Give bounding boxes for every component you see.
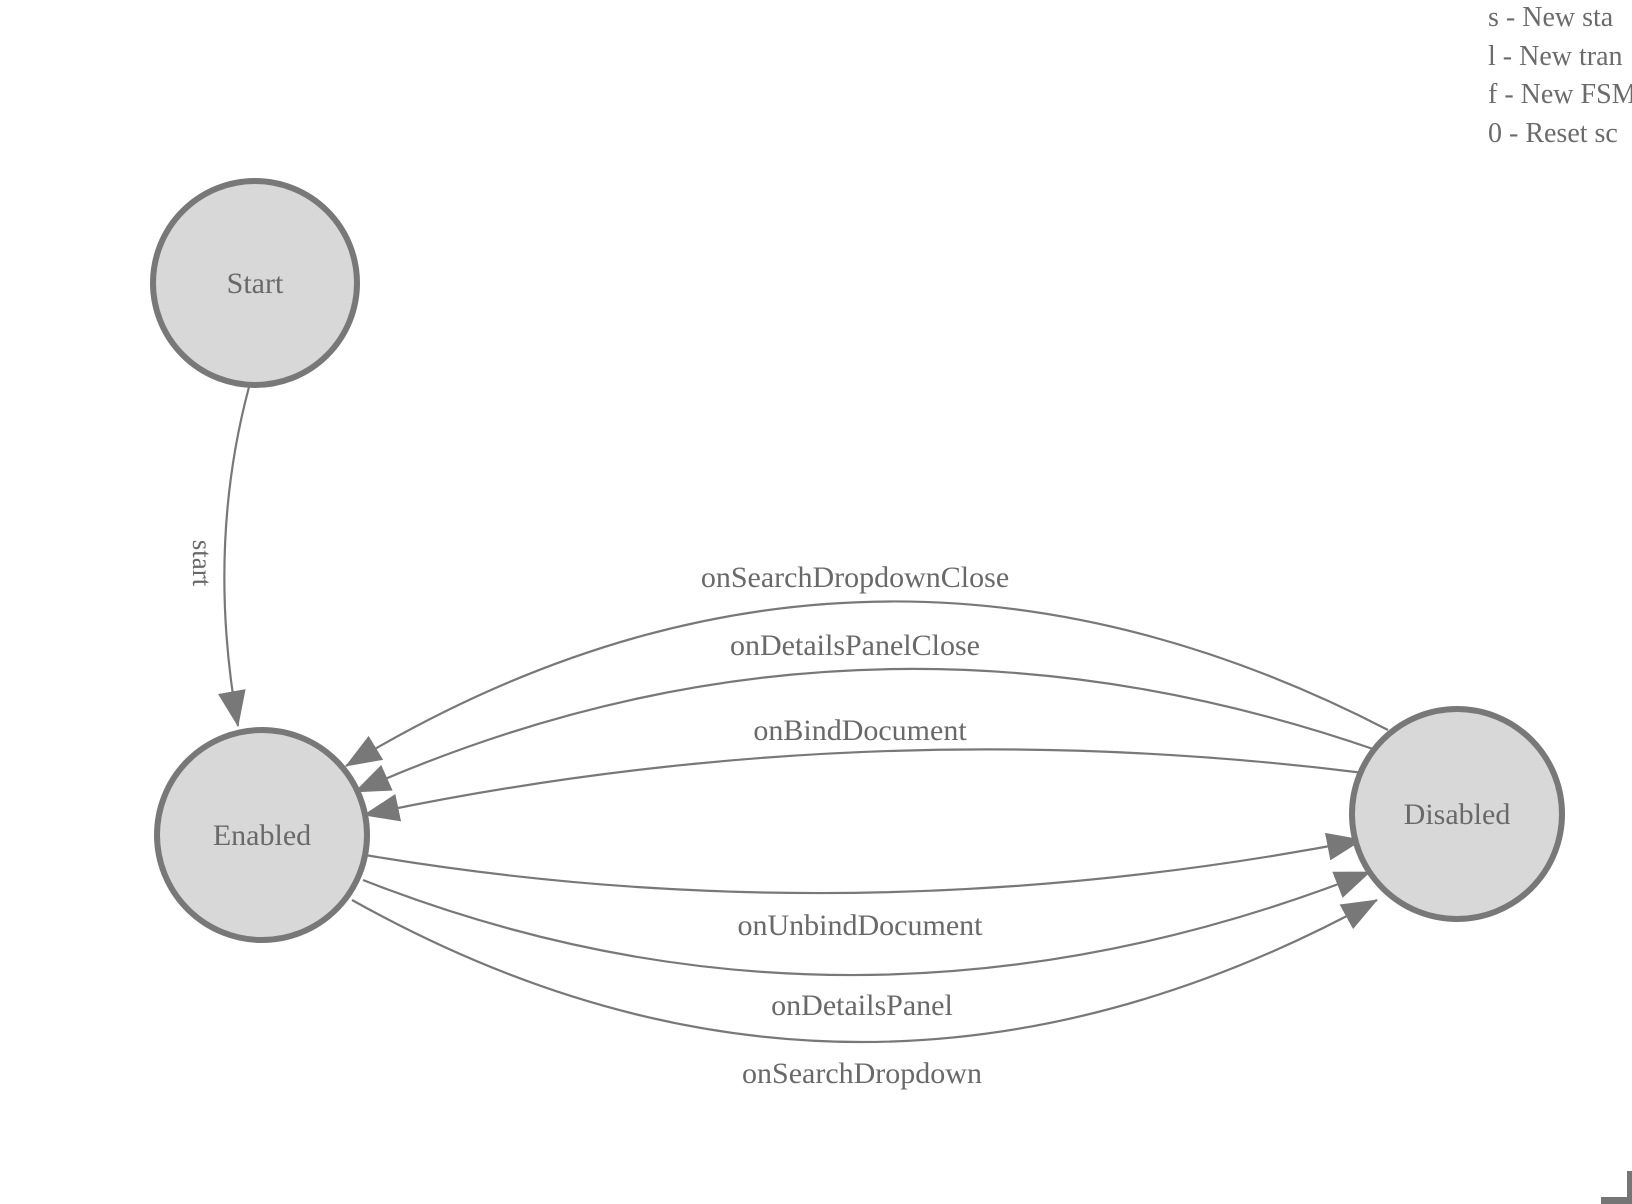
shortcut-legend-line-reset: 0 - Reset sc <box>1488 117 1618 149</box>
state-node-start[interactable] <box>150 178 360 388</box>
transition-label-onBindDocument: onBindDocument <box>753 714 967 747</box>
transition-label-onSearchDropdown: onSearchDropdown <box>742 1057 982 1090</box>
transition-edge-onDetailsPanelClose[interactable] <box>354 667 1377 794</box>
transition-label-onDetailsPanel: onDetailsPanel <box>771 989 953 1022</box>
shortcut-legend-line-transition: l - New tran <box>1488 40 1623 72</box>
transition-edge-onSearchDropdownClose[interactable] <box>345 600 1389 767</box>
transition-label-onUnbindDocument: onUnbindDocument <box>738 909 984 942</box>
transition-edge-start[interactable] <box>218 386 251 727</box>
transition-edge-onDetailsPanel[interactable] <box>362 870 1371 977</box>
state-node-enabled[interactable] <box>154 727 370 943</box>
state-label-start: Start <box>227 267 284 300</box>
shortcut-legend-line-state: s - New sta <box>1488 2 1614 33</box>
state-label-enabled: Enabled <box>213 819 311 852</box>
resize-corner-handle[interactable] <box>1627 1171 1632 1204</box>
transition-label-onDetailsPanelClose: onDetailsPanelClose <box>730 629 980 662</box>
transition-edge-onBindDocument[interactable] <box>363 748 1365 822</box>
shortcut-legend-line-fsm: f - New FSM <box>1488 79 1632 110</box>
transition-label-onSearchDropdownClose: onSearchDropdownClose <box>701 561 1009 594</box>
transition-label-start: start <box>187 540 217 587</box>
state-node-disabled[interactable] <box>1349 706 1565 922</box>
shortcut-legend: s - New sta l - New tran f - New FSM 0 -… <box>1488 0 1632 153</box>
resize-corner-handle[interactable] <box>1601 1197 1632 1204</box>
transition-edge-onSearchDropdown[interactable] <box>351 899 1378 1044</box>
state-label-disabled: Disabled <box>1404 798 1511 831</box>
transition-edge-onUnbindDocument[interactable] <box>364 832 1363 895</box>
